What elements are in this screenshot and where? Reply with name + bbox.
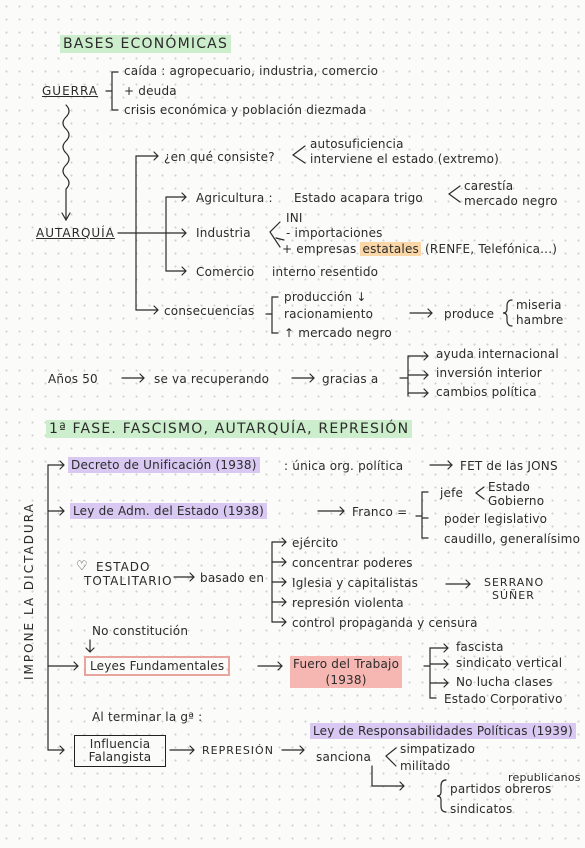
consiste-question: ¿en qué consiste? (164, 150, 275, 164)
partidos-obreros: partidos obreros (450, 782, 552, 796)
section-title-bases: BASES ECONÓMICAS (60, 35, 232, 53)
comercio-desc: interno resentido (272, 265, 379, 279)
guerra-item-deuda: + deuda (124, 84, 177, 98)
label-franco: Franco = (352, 505, 408, 519)
decreto-desc: : única org. política (284, 459, 404, 473)
basado-control: control propaganda y censura (292, 616, 478, 630)
serrano-1: SERRANO (484, 576, 545, 589)
gracias-ayuda: ayuda internacional (436, 347, 559, 361)
leyes-fundamentales: Leyes Fundamentales (84, 656, 231, 676)
label-guerra: GUERRA (42, 84, 99, 98)
sindicatos: sindicatos (450, 802, 513, 816)
label-consecuencias: consecuencias (164, 304, 255, 318)
industria-importaciones: - importaciones (286, 226, 383, 240)
no-constitucion: No constitución (92, 624, 189, 638)
label-republicanos: republicanos (508, 771, 581, 784)
franco-caudillo: caudillo, generalísimo (444, 532, 581, 546)
label-comercio: Comercio (196, 265, 255, 279)
consecuencia-racionamiento: racionamiento (284, 307, 374, 321)
label-produce: produce (444, 307, 495, 321)
fuero-sindicato: sindicato vertical (456, 656, 563, 670)
section-title-fase1: 1ª FASE. FASCISMO, AUTARQUÍA, REPRESIÓN (46, 420, 413, 438)
fuero-fascista: fascista (456, 640, 504, 654)
franco-jefe: jefe (440, 486, 464, 500)
consecuencia-produccion: producción ↓ (284, 290, 367, 304)
estado-totalitario-2: TOTALITARIO (84, 574, 173, 588)
jefe-gobierno: Gobierno (488, 494, 545, 508)
sanciona-simpatizado: simpatizado (400, 742, 476, 756)
consecuencia-mercado-negro: ↑ mercado negro (284, 326, 392, 340)
label-represion: REPRESIÓN (202, 744, 274, 757)
label-industria: Industria (196, 226, 251, 240)
basado-concentrar: concentrar poderes (292, 556, 413, 570)
anos-gracias: gracias a (322, 372, 379, 386)
label-agricultura: Agricultura : (196, 191, 273, 205)
produce-miseria: miseria (516, 298, 562, 312)
consiste-autosuficiencia: autosuficiencia (310, 137, 404, 151)
influencia-falangista: Influencia Falangista (74, 735, 166, 767)
gracias-cambios: cambios política (436, 385, 537, 399)
agricultura-mercado: mercado negro (464, 194, 558, 208)
fuero-estado-corporativo: Estado Corporativo (444, 692, 563, 706)
vertical-impone-dictadura: IMPONE LA DICTADURA (22, 502, 36, 680)
ley-responsabilidades: Ley de Responsabilidades Políticas (1939… (310, 723, 576, 739)
jefe-estado: Estado (488, 480, 531, 494)
al-terminar: Al terminar la gª : (92, 710, 203, 724)
franco-poder-legislativo: poder legislativo (444, 512, 548, 526)
estado-totalitario-1: ESTADO (96, 560, 151, 574)
consiste-interviene: interviene el estado (extremo) (310, 152, 500, 166)
industria-empresas: + empresas estatales (RENFE, Telefónica.… (282, 242, 558, 256)
label-basado-en: basado en (200, 571, 265, 585)
industria-ini: INI (286, 211, 303, 225)
guerra-item-crisis: crisis económica y población diezmada (124, 103, 367, 117)
basado-iglesia: Iglesia y capitalistas (292, 576, 419, 590)
basado-ejercito: ejército (292, 536, 339, 550)
guerra-item-caida: caída : agropecuario, industria, comerci… (124, 64, 379, 78)
fuero-trabajo: Fuero del Trabajo (1938) (290, 656, 403, 688)
agricultura-carestia: carestía (464, 179, 514, 193)
decreto-unificacion: Decreto de Unificación (1938) (68, 457, 260, 473)
label-sanciona: sanciona (316, 750, 372, 764)
basado-represion: represión violenta (292, 596, 404, 610)
fet-jons: FET de las JONS (460, 459, 558, 473)
heart-icon: ♡ (76, 559, 88, 574)
sanciona-militado: militado (400, 759, 451, 773)
anos-recuperando: se va recuperando (154, 372, 270, 386)
agricultura-desc: Estado acapara trigo (294, 191, 423, 205)
serrano-2: SÚÑER (492, 589, 535, 602)
gracias-inversion: inversión interior (436, 366, 542, 380)
ley-administracion: Ley de Adm. del Estado (1938) (70, 503, 268, 519)
label-autarquia: AUTARQUÍA (36, 226, 115, 240)
produce-hambre: hambre (516, 313, 564, 327)
fuero-no-lucha: No lucha clases (456, 675, 553, 689)
highlight-estatales: estatales (360, 242, 422, 256)
label-anos-50: Años 50 (48, 372, 98, 386)
